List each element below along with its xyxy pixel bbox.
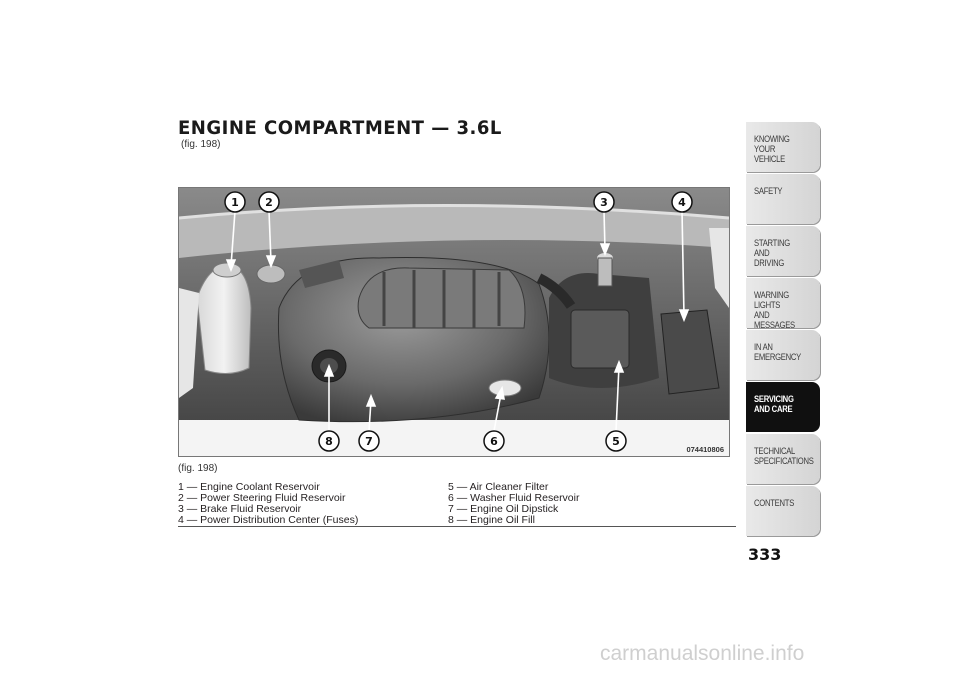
tab-label: SERVICING AND CARE [754, 394, 794, 414]
callout-markers: 1 2 3 4 8 7 6 5 [224, 191, 693, 452]
tab-label: CONTENTS [754, 498, 795, 508]
page-number: 333 [748, 545, 782, 564]
section-tabs: KNOWING YOUR VEHICLE SAFETY STARTING AND… [746, 122, 820, 538]
tab-safety[interactable]: SAFETY [746, 174, 820, 224]
callout-8: 8 [325, 435, 333, 448]
tab-label: STARTING AND DRIVING [754, 238, 790, 268]
tab-label: SAFETY [754, 186, 783, 196]
legend-item: 4 — Power Distribution Center (Fuses) [178, 514, 359, 526]
figure-caption: (fig. 198) [178, 463, 218, 474]
legend-item: 3 — Brake Fluid Reservoir [178, 503, 302, 515]
image-code: 074410806 [686, 445, 724, 454]
legend-item: 7 — Engine Oil Dipstick [448, 503, 559, 515]
tab-label: IN AN EMERGENCY [754, 342, 802, 362]
tab-warning-lights[interactable]: WARNING LIGHTS AND MESSAGES [746, 278, 820, 330]
callout-2: 2 [265, 196, 273, 209]
callout-4: 4 [678, 196, 686, 209]
legend-item: 8 — Engine Oil Fill [448, 514, 535, 526]
legend-column-right: 5 — Air Cleaner Filter 6 — Washer Fluid … [448, 482, 579, 526]
tab-label: KNOWING YOUR VEHICLE [754, 134, 790, 164]
page-heading: ENGINE COMPARTMENT — 3.6L [178, 117, 502, 139]
legend-item: 2 — Power Steering Fluid Reservoir [178, 492, 346, 504]
watermark: carmanualsonline.info [600, 642, 805, 665]
legend-item: 6 — Washer Fluid Reservoir [448, 492, 580, 504]
callout-5: 5 [612, 435, 620, 448]
legend-item: 5 — Air Cleaner Filter [448, 481, 549, 493]
tab-contents[interactable]: CONTENTS [746, 486, 820, 536]
engine-compartment-photo: 1 2 3 4 8 7 6 5 074410806 [178, 187, 730, 457]
tab-technical-specifications[interactable]: TECHNICAL SPECIFICATIONS [746, 434, 820, 484]
legend-column-left: 1 — Engine Coolant Reservoir 2 — Power S… [178, 482, 358, 526]
tab-servicing-and-care[interactable]: SERVICING AND CARE [746, 382, 820, 432]
tab-in-an-emergency[interactable]: IN AN EMERGENCY [746, 330, 820, 380]
callout-7: 7 [365, 435, 373, 448]
tab-label: WARNING LIGHTS AND MESSAGES [754, 290, 795, 330]
legend-item: 1 — Engine Coolant Reservoir [178, 481, 320, 493]
figure-reference: (fig. 198) [181, 139, 221, 150]
tab-starting-and-driving[interactable]: STARTING AND DRIVING [746, 226, 820, 276]
legend: 1 — Engine Coolant Reservoir 2 — Power S… [178, 482, 736, 527]
callout-3: 3 [600, 196, 608, 209]
tab-knowing-your-vehicle[interactable]: KNOWING YOUR VEHICLE [746, 122, 820, 172]
tab-label: TECHNICAL SPECIFICATIONS [754, 446, 814, 466]
callout-6: 6 [490, 435, 498, 448]
callout-1: 1 [231, 196, 239, 209]
